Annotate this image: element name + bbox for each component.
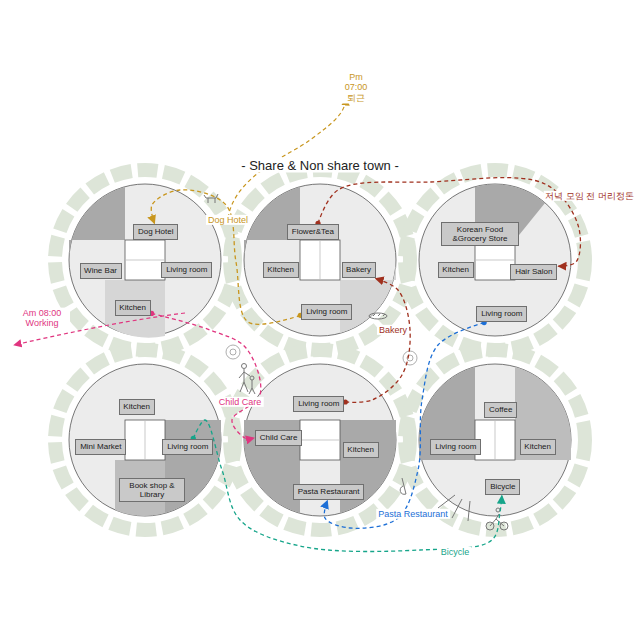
room-name: Bicycle <box>489 482 516 491</box>
room-name: Kitchen <box>267 265 295 274</box>
diagram-title: - Share & Non share town - <box>238 158 402 173</box>
people-icon <box>239 364 255 395</box>
room-box: Coffee <box>484 402 517 417</box>
route-label: 저녁 모임 전 머리정돈 <box>543 191 636 201</box>
room-box: Korean Food &Grocery Store <box>441 222 519 246</box>
room-name: Living room <box>297 399 340 408</box>
room-name: Kitchen <box>442 265 470 274</box>
room-name: Hair Salon <box>514 267 553 276</box>
room-box: Kitchen <box>438 262 474 277</box>
room-box: Kitchen <box>520 439 556 454</box>
room-name: Mini Market <box>79 442 122 451</box>
room-box: Living room <box>162 439 213 454</box>
room-name: Living room <box>480 309 523 318</box>
room-box: Living room <box>161 262 212 277</box>
bread-icon <box>369 313 387 319</box>
room-name: Wine Bar <box>84 266 118 275</box>
room-name: Kitchen <box>123 402 151 411</box>
route-arrow <box>318 178 580 267</box>
room-box: Living room <box>293 396 344 411</box>
room-box: Kitchen <box>343 442 379 457</box>
room-box: Kitchen <box>119 399 155 414</box>
houses <box>55 170 585 530</box>
room-name: Kitchen <box>347 445 375 454</box>
pasta-icon <box>400 478 406 494</box>
route-arrow <box>151 190 300 324</box>
room-box: Living room <box>301 304 352 319</box>
trees <box>226 345 417 365</box>
room-name: Child Care <box>259 433 298 442</box>
route-arrow <box>193 420 502 552</box>
room-box: Mini Market <box>75 439 126 454</box>
route-label: Bakery <box>377 325 409 335</box>
room-name: Book shop & Library <box>123 481 181 499</box>
room-box: Dog Hotel <box>133 224 178 239</box>
room-box: Pasta Restaurant <box>293 484 364 499</box>
room-box: Flower&Tea <box>287 224 339 239</box>
room-box: Living room <box>476 306 527 321</box>
room-box: Living room <box>430 439 481 454</box>
room-box: Bakery <box>342 262 376 277</box>
room-name: Bakery <box>346 265 372 274</box>
room-name: Pasta Restaurant <box>297 487 360 496</box>
room-box: Child Care <box>255 430 302 445</box>
room-name: Flower&Tea <box>291 227 335 236</box>
room-box: Bicycle <box>485 479 520 494</box>
room-name: Living room <box>166 442 209 451</box>
route-label: Bicycle <box>439 547 472 557</box>
room-box: Kitchen <box>263 262 299 277</box>
route-label: Pasta Restaurant <box>376 509 450 519</box>
time-note: Pm 07:00 퇴근 <box>337 72 375 103</box>
room-box: Hair Salon <box>510 264 557 279</box>
room-name: Dog Hotel <box>137 227 174 236</box>
room-box: Wine Bar <box>80 263 122 278</box>
route-label: Dog Hotel <box>206 215 250 225</box>
room-box: Kitchen <box>115 300 151 315</box>
room-name: Kitchen <box>524 442 552 451</box>
route-arrow <box>345 279 410 403</box>
room-name: Living room <box>434 442 477 451</box>
room-name: Living room <box>165 265 208 274</box>
room-name: Living room <box>305 307 348 316</box>
branch-leaders <box>14 98 346 345</box>
room-name: Kitchen <box>119 303 147 312</box>
room-box: Book shop & Library <box>119 478 185 502</box>
room-name: Coffee <box>488 405 513 414</box>
route-label: Child Care <box>217 397 264 407</box>
time-note: Am 08:00 Working <box>14 308 70 329</box>
room-name: Korean Food &Grocery Store <box>445 225 515 243</box>
